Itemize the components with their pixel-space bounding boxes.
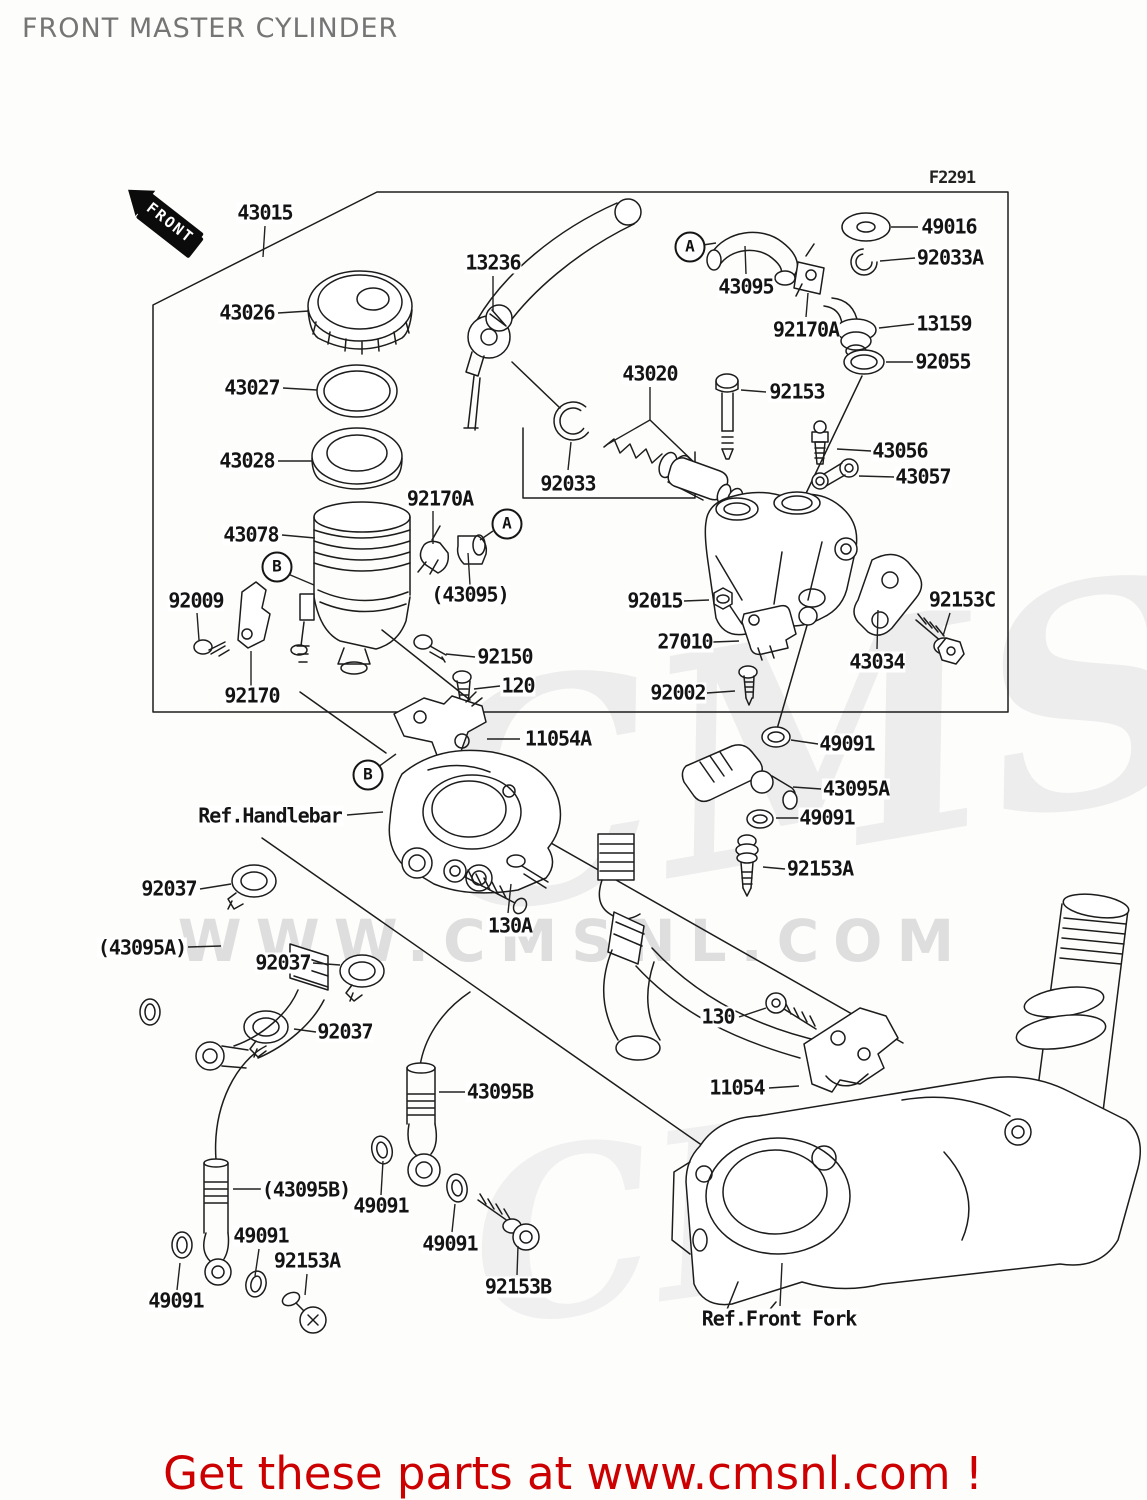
part-label-92170[interactable]: 92170 — [223, 683, 281, 708]
callout-circle-b-3: B — [352, 759, 384, 791]
part-label-13236[interactable]: 13236 — [464, 250, 522, 275]
part-label-92002[interactable]: 92002 — [649, 680, 707, 705]
part-label-92055[interactable]: 92055 — [914, 349, 972, 374]
part-label-92037[interactable]: 92037 — [254, 950, 312, 975]
part-label-27010[interactable]: 27010 — [656, 629, 714, 654]
part-label-92150[interactable]: 92150 — [476, 644, 534, 669]
part-label-92037[interactable]: 92037 — [316, 1019, 374, 1044]
part-label-43020[interactable]: 43020 — [621, 361, 679, 386]
part-label-49091[interactable]: 49091 — [147, 1288, 205, 1313]
footer-link[interactable]: Get these parts at www.cmsnl.com ! — [163, 1447, 983, 1500]
part-label-43095a[interactable]: 43095A — [821, 776, 890, 801]
part-label-130a[interactable]: 130A — [486, 913, 533, 938]
part-label-43034[interactable]: 43034 — [848, 649, 906, 674]
part-label-43095b[interactable]: (43095B) — [260, 1177, 351, 1202]
footer-banner: Get these parts at www.cmsnl.com ! — [163, 1447, 983, 1500]
part-label-11054[interactable]: 11054 — [708, 1075, 766, 1100]
part-label-92153[interactable]: 92153 — [768, 379, 826, 404]
callout-circle-a-1: A — [491, 508, 523, 540]
part-label-43095b[interactable]: 43095B — [465, 1079, 534, 1104]
part-label-49091[interactable]: 49091 — [352, 1193, 410, 1218]
part-label-92153c[interactable]: 92153C — [927, 587, 996, 612]
part-label-43095[interactable]: 43095 — [717, 274, 775, 299]
part-label-49091[interactable]: 49091 — [232, 1223, 290, 1248]
page-title: FRONT MASTER CYLINDER — [22, 13, 399, 44]
part-label-92037[interactable]: 92037 — [140, 876, 198, 901]
part-label-92170a[interactable]: 92170A — [771, 317, 840, 342]
part-label-43026[interactable]: 43026 — [218, 300, 276, 325]
part-label-120[interactable]: 120 — [500, 673, 536, 698]
part-label-43095a[interactable]: (43095A) — [96, 935, 187, 960]
part-label-49016[interactable]: 49016 — [920, 214, 978, 239]
part-label-92015[interactable]: 92015 — [626, 588, 684, 613]
part-label-43057[interactable]: 43057 — [894, 464, 952, 489]
part-label-49091[interactable]: 49091 — [798, 805, 856, 830]
part-label-92153b[interactable]: 92153B — [483, 1274, 552, 1299]
part-label-92009[interactable]: 92009 — [167, 588, 225, 613]
figure-code: F2291 — [928, 168, 976, 188]
part-label-92033[interactable]: 92033 — [539, 471, 597, 496]
part-label-11054a[interactable]: 11054A — [523, 726, 592, 751]
part-label-92170a[interactable]: 92170A — [405, 486, 474, 511]
part-label-43078[interactable]: 43078 — [222, 522, 280, 547]
part-label-92153a[interactable]: 92153A — [272, 1248, 341, 1273]
callout-circle-b-2: B — [261, 551, 293, 583]
part-label-49091[interactable]: 49091 — [421, 1231, 479, 1256]
part-label-43095[interactable]: (43095) — [430, 582, 510, 607]
part-label-refhandlebar: Ref.Handlebar — [197, 803, 343, 828]
part-label-reffrontfork: Ref.Front Fork — [700, 1306, 858, 1331]
part-label-43027[interactable]: 43027 — [223, 375, 281, 400]
part-label-43015[interactable]: 43015 — [236, 200, 294, 225]
callout-circle-a-0: A — [674, 231, 706, 263]
part-label-13159[interactable]: 13159 — [915, 311, 973, 336]
part-label-43056[interactable]: 43056 — [871, 438, 929, 463]
part-label-43028[interactable]: 43028 — [218, 448, 276, 473]
part-label-130[interactable]: 130 — [700, 1004, 736, 1029]
part-label-92033a[interactable]: 92033A — [915, 245, 984, 270]
part-label-49091[interactable]: 49091 — [818, 731, 876, 756]
part-label-92153a[interactable]: 92153A — [785, 856, 854, 881]
